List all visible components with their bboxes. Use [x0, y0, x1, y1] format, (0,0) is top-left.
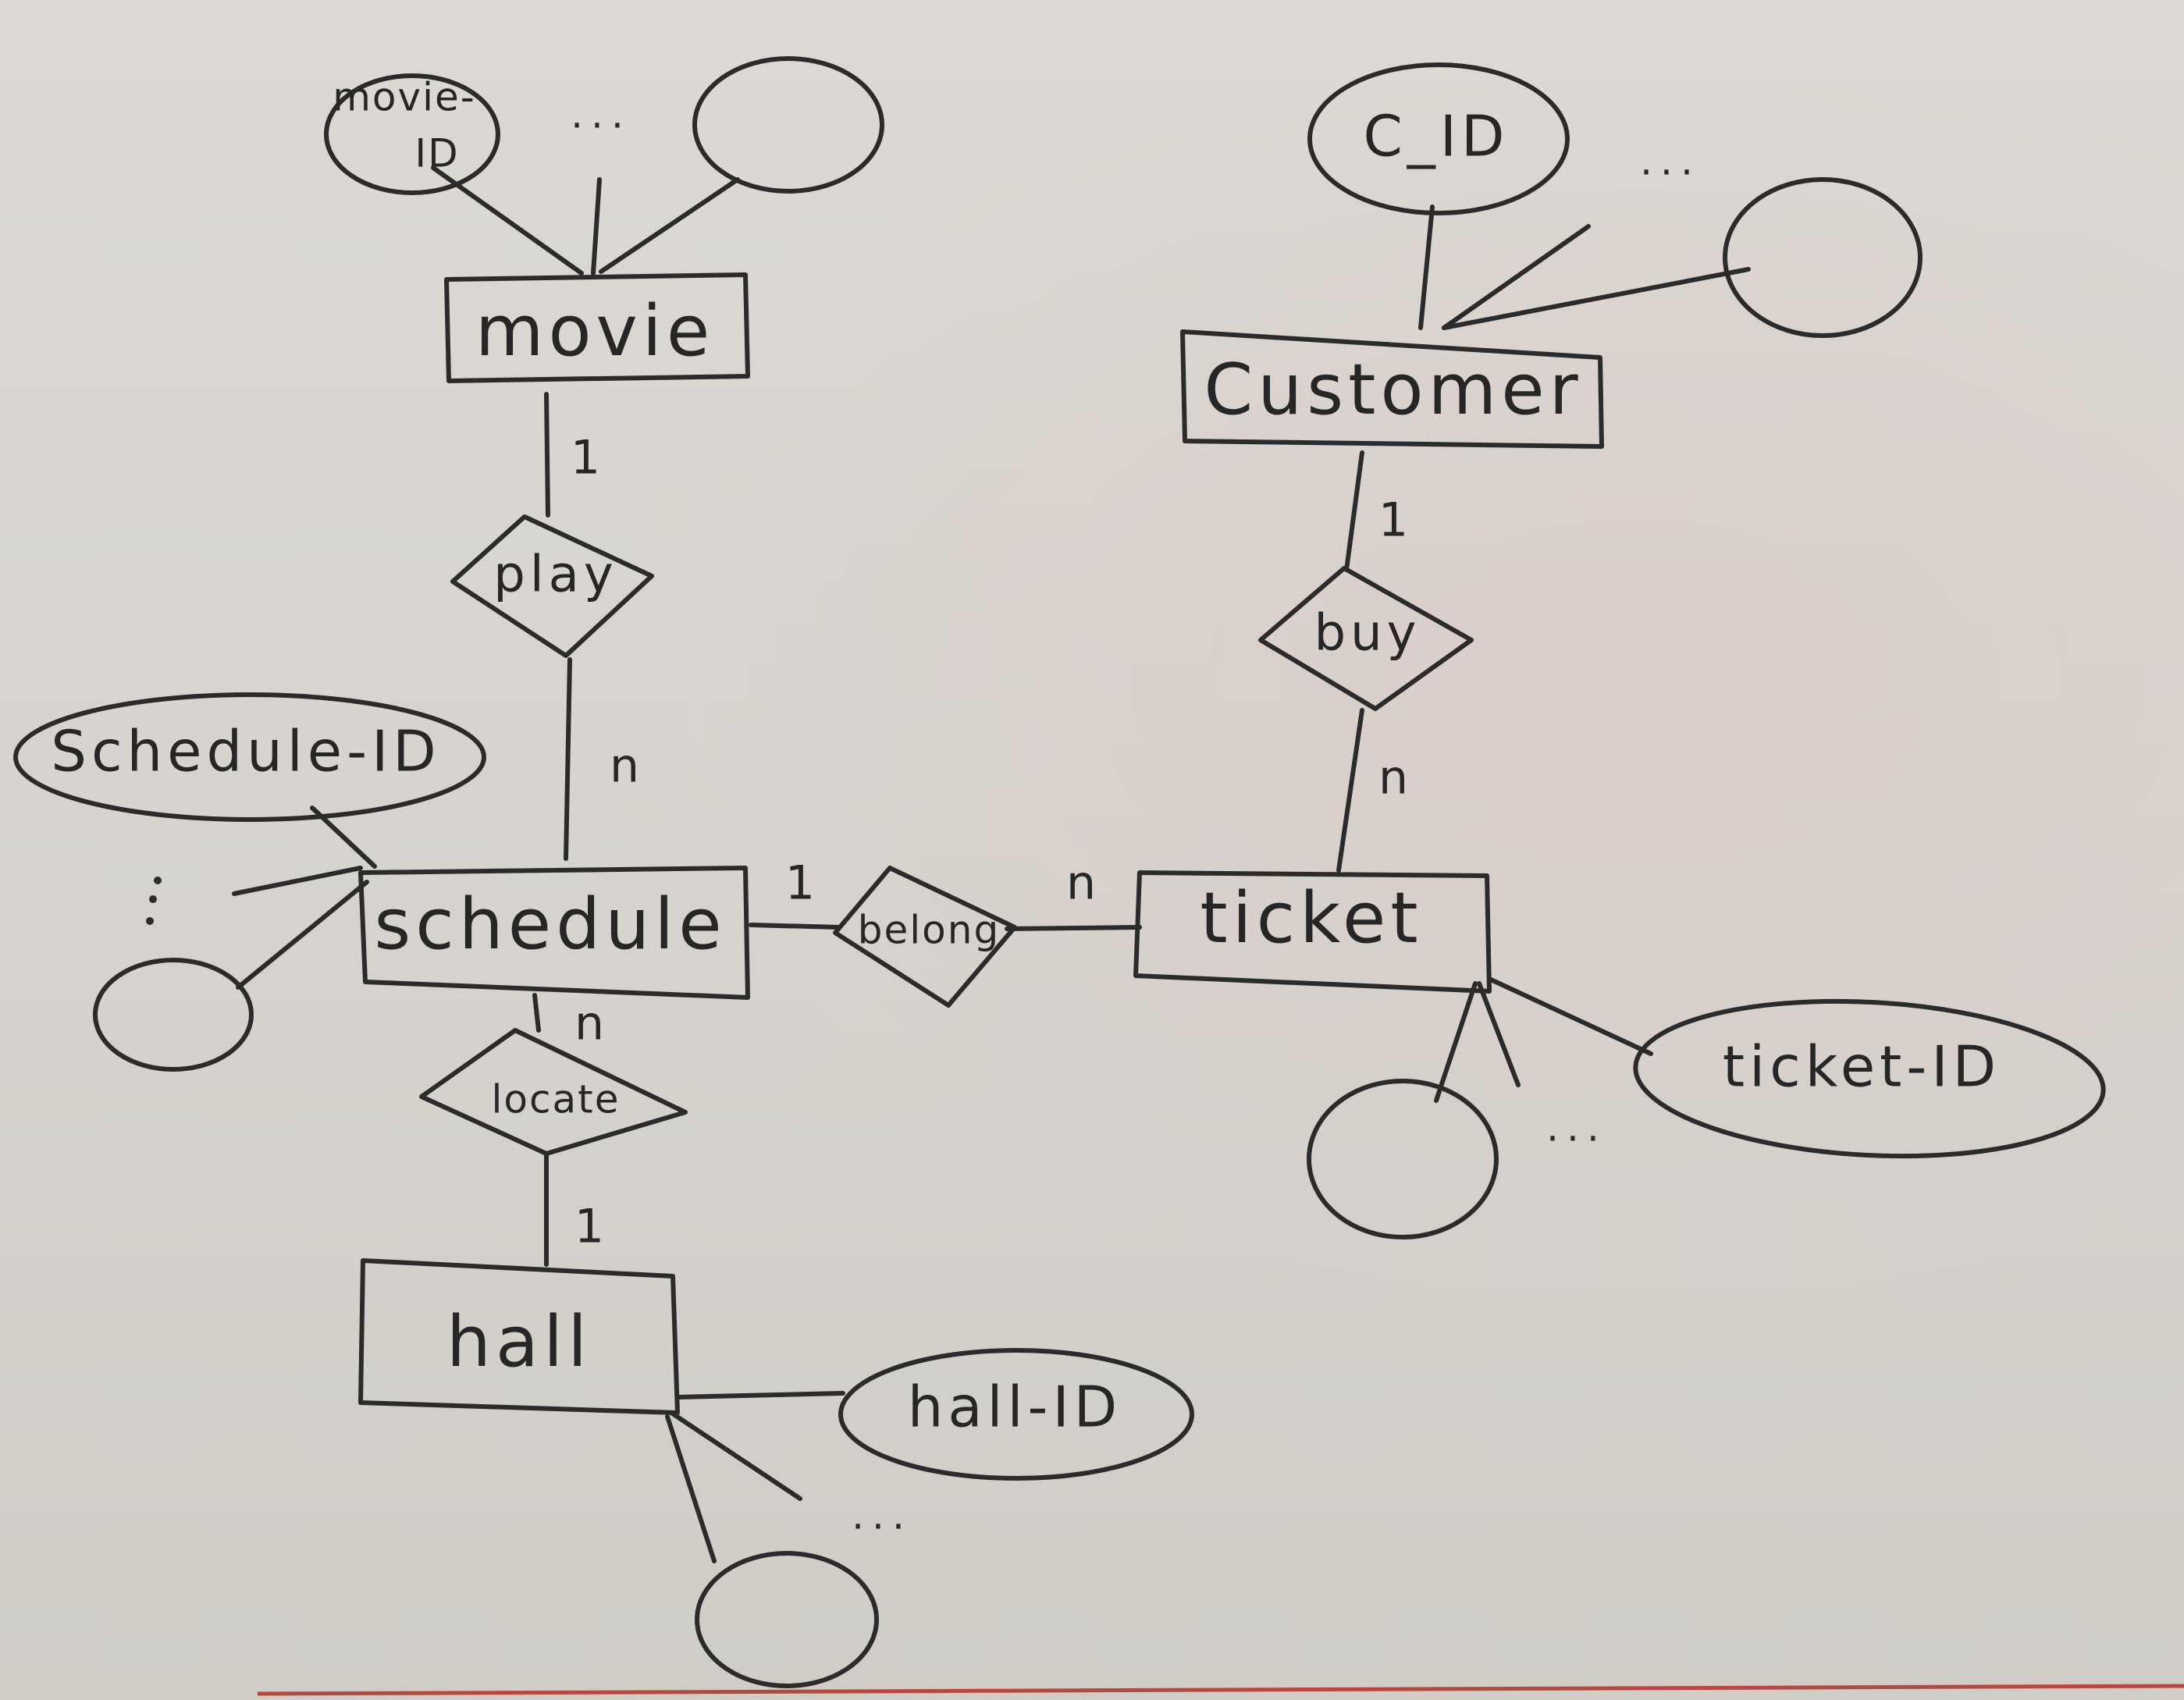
- cardinality-play-schedule: n: [610, 739, 639, 794]
- entity-ticket-label: ticket: [1200, 877, 1422, 959]
- attribute-ticket-id-label: ticket-ID: [1723, 1034, 2001, 1100]
- attribute-movie-id-oval: [324, 73, 500, 195]
- relationship-buy: buy: [1258, 566, 1474, 711]
- cardinality-buy-ticket: n: [1378, 751, 1408, 806]
- line-customer-to-buy: [1344, 450, 1364, 572]
- cardinality-schedule-locate: n: [574, 997, 604, 1051]
- relationship-buy-label: buy: [1314, 605, 1421, 663]
- entity-hall-label: hall: [446, 1301, 592, 1383]
- relationship-play: play: [450, 514, 654, 658]
- line-movie-to-play: [544, 392, 550, 517]
- entity-customer: Customer: [1180, 329, 1604, 449]
- attribute-hall-id: hall-ID: [838, 1348, 1194, 1481]
- relationship-buy-diamond: [1258, 566, 1474, 711]
- entity-customer-label: Customer: [1204, 349, 1582, 431]
- line-hall-to-empty-attr: [665, 1414, 717, 1563]
- attribute-movie-id-label-line1: movie-: [333, 75, 476, 120]
- line-buy-to-ticket: [1336, 708, 1364, 873]
- attribute-schedule-id-oval: [13, 692, 486, 822]
- entity-movie: movie: [444, 272, 750, 383]
- relationship-play-label: play: [493, 546, 618, 604]
- entity-customer-box: [1180, 329, 1604, 449]
- attribute-schedule-unnamed: [93, 958, 254, 1072]
- cardinality-customer-buy: 1: [1378, 493, 1408, 548]
- line-cid-to-customer: [1418, 204, 1435, 330]
- movie-more-attributes-ellipsis: ...: [571, 92, 631, 137]
- entity-ticket-box: [1133, 870, 1492, 994]
- cardinality-locate-hall: 1: [574, 1200, 604, 1254]
- attribute-schedule-unnamed-oval: [93, 958, 254, 1072]
- attribute-movie-id: movie- ID: [324, 73, 500, 195]
- line-belong-to-ticket: [1005, 925, 1142, 931]
- relationship-belong-diamond: [833, 866, 1017, 1008]
- connector-lines: [232, 165, 1751, 1563]
- attribute-customer-unnamed-oval: [1723, 177, 1923, 338]
- cardinality-belong-ticket: n: [1066, 856, 1096, 911]
- cardinality-schedule-belong: 1: [785, 856, 815, 911]
- entity-schedule: schedule: [358, 866, 750, 1000]
- line-ticket-to-ticket-id: [1489, 977, 1653, 1056]
- line-ticket-to-empty-attr: [1434, 981, 1478, 1103]
- paper-bottom-red-line: [257, 1684, 2184, 1696]
- relationship-belong: belong: [833, 866, 1017, 1008]
- cardinality-movie-play: 1: [571, 431, 600, 485]
- line-schedule-empty-attr-to-schedule: [236, 880, 369, 990]
- entity-hall: hall: [358, 1258, 680, 1415]
- line-schedule-to-belong: [749, 923, 841, 930]
- attribute-hall-unnamed-oval: [695, 1551, 879, 1688]
- line-ticket-to-attr: [1477, 981, 1521, 1087]
- line-movie-empty-attr-to-movie: [599, 177, 740, 274]
- attribute-ticket-id-oval: [1633, 998, 2106, 1159]
- attribute-c-id-oval: [1307, 62, 1570, 215]
- line-hall-to-attr: [669, 1410, 802, 1501]
- line-schedule-to-locate: [532, 993, 541, 1033]
- entity-ticket: ticket: [1133, 870, 1492, 994]
- customer-more-attributes-ellipsis: ...: [1640, 139, 1701, 184]
- attribute-customer-unnamed: [1723, 177, 1923, 338]
- line-movie-attr-to-movie: [591, 177, 602, 276]
- relationship-locate-diamond: [419, 1028, 688, 1156]
- relationship-locate-label: locate: [492, 1077, 621, 1122]
- line-customer-empty-attr-to-customer: [1442, 267, 1751, 330]
- line-play-to-schedule: [564, 657, 572, 861]
- attribute-hall-unnamed: [695, 1551, 879, 1688]
- relationship-locate: locate: [419, 1028, 688, 1156]
- attribute-ticket-unnamed-oval: [1307, 1079, 1499, 1239]
- line-customer-attr-to-customer: [1442, 224, 1591, 330]
- attribute-hall-id-label: hall-ID: [908, 1375, 1122, 1440]
- attribute-c-id: C_ID: [1307, 62, 1570, 215]
- attribute-schedule-id: Schedule-ID: [13, 692, 486, 822]
- attribute-movie-id-label-line2: ID: [414, 131, 459, 176]
- entity-schedule-box: [358, 866, 750, 1000]
- entity-schedule-label: schedule: [374, 884, 726, 966]
- ticket-more-attributes-ellipsis: ...: [1546, 1105, 1607, 1151]
- schedule-more-attributes-ellipsis: [146, 877, 162, 925]
- cardinality-labels: 1 n 1 n 1 n n 1: [571, 431, 1408, 1254]
- attribute-ticket-unnamed: [1307, 1079, 1499, 1239]
- relationship-belong-label: belong: [858, 908, 1000, 953]
- line-hall-to-hall-id: [677, 1391, 845, 1399]
- line-schedule-attr-to-schedule: [232, 866, 363, 896]
- attribute-ticket-id: ticket-ID: [1633, 998, 2106, 1159]
- relationship-play-diamond: [450, 514, 654, 658]
- attribute-movie-unnamed-oval: [692, 56, 884, 194]
- entity-movie-label: movie: [475, 290, 714, 372]
- attribute-c-id-label: C_ID: [1364, 104, 1510, 169]
- entity-hall-box: [358, 1258, 680, 1415]
- attribute-movie-unnamed: [692, 56, 884, 194]
- hall-more-attributes-ellipsis: ...: [852, 1493, 912, 1538]
- attribute-hall-id-oval: [838, 1348, 1194, 1481]
- attribute-schedule-id-label: Schedule-ID: [51, 719, 441, 784]
- entity-movie-box: [444, 272, 750, 383]
